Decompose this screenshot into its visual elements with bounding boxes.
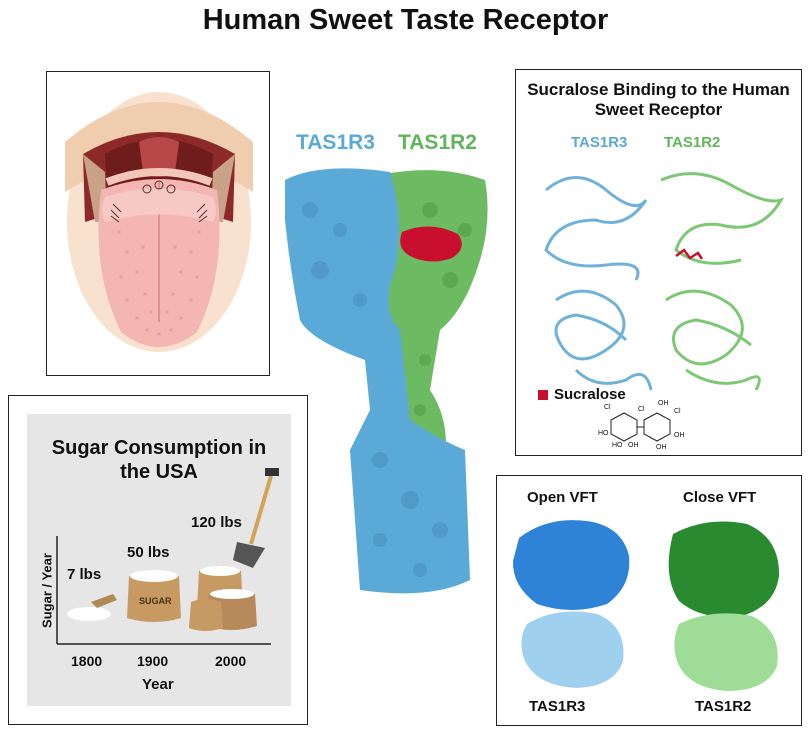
x-tick-1900: 1900 xyxy=(137,653,169,669)
molecule-atom-5: HO xyxy=(598,430,609,437)
vft-surfaces xyxy=(512,520,780,691)
tongue-illustration xyxy=(65,92,253,352)
molecule-atom-6: HO xyxy=(612,442,623,449)
center-label-tas1r3: TAS1R3 xyxy=(296,131,375,154)
molecule-atom-1: Cl xyxy=(604,404,611,411)
center-label-tas1r2: TAS1R2 xyxy=(398,131,477,154)
x-axis-label: Year xyxy=(142,676,174,693)
x-tick-2000: 2000 xyxy=(215,653,247,669)
amount-2000: 120 lbs xyxy=(191,514,242,531)
page-title: Human Sweet Taste Receptor xyxy=(202,4,609,36)
tongue-panel xyxy=(46,71,270,376)
sucralose-binding-panel: Sucralose Binding to the Human Sweet Rec… xyxy=(515,69,802,456)
molecule-atom-8: OH xyxy=(674,432,685,439)
vft-panel: Open VFT Close VFT TAS1R3 TAS1R2 xyxy=(496,475,802,726)
sucralose-panel-title: Sucralose Binding to the Human Sweet Rec… xyxy=(527,80,790,119)
sugar-chart-art xyxy=(56,468,279,645)
ribbon-structure xyxy=(538,172,785,442)
sucralose-legend-label: Sucralose xyxy=(554,386,626,403)
amount-1900: 50 lbs xyxy=(127,544,170,561)
receptor-density-map xyxy=(280,160,510,605)
molecule-atom-3: OH xyxy=(658,400,669,407)
y-axis-label: Sugar / Year xyxy=(39,553,55,628)
amount-1800: 7 lbs xyxy=(67,566,102,583)
molecule-atom-4: Cl xyxy=(674,408,681,415)
bag-text: SUGAR xyxy=(139,596,172,606)
sugar-panel-title: Sugar Consumption in the USA xyxy=(51,437,267,483)
molecule-atom-7: OH xyxy=(628,442,639,449)
close-vft-label: Close VFT xyxy=(683,489,757,506)
ribbon-label-tas1r2: TAS1R2 xyxy=(664,134,721,151)
open-vft-label: Open VFT xyxy=(527,489,598,506)
molecule-atom-9: OH xyxy=(656,444,667,451)
vft-label-tas1r2: TAS1R2 xyxy=(695,698,752,715)
x-tick-1800: 1800 xyxy=(71,653,103,669)
ribbon-label-tas1r3: TAS1R3 xyxy=(571,134,628,151)
sugar-consumption-panel: Sugar Consumption in the USA SUGAR 7 lbs… xyxy=(8,395,308,725)
molecule-atom-2: Cl xyxy=(638,406,645,413)
vft-label-tas1r3: TAS1R3 xyxy=(529,698,586,715)
